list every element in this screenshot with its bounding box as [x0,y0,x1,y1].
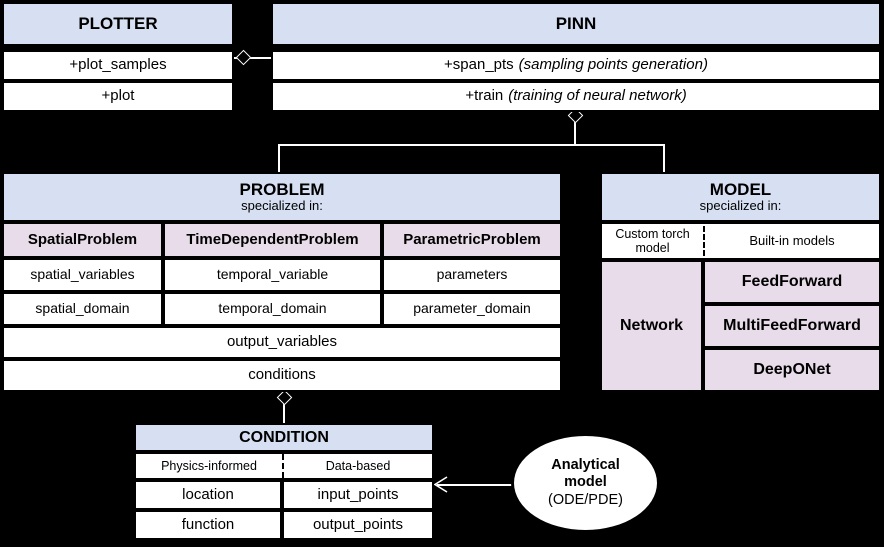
condition-title: CONDITION [134,423,434,452]
problem-attr-conditions[interactable]: conditions [2,359,562,392]
model-entry-multifeedforward[interactable]: MultiFeedForward [703,304,881,348]
plotter-method-1[interactable]: +plot [2,81,234,112]
condition-attr-input-points-label: input_points [317,485,399,503]
model-class-box[interactable]: MODEL specialized in: Custom torch model… [600,172,881,392]
problem-attr-parameters[interactable]: parameters [382,258,562,292]
plotter-method-1-label: +plot [101,87,135,105]
problem-subtitle-label: specialized in: [241,198,323,214]
pinn-method-0-name: +span_pts [444,56,514,74]
connector-branch-to-model [663,144,665,174]
connector-condition-problem [283,394,285,424]
condition-attr-function-label: function [181,515,235,533]
problem-attr-conditions-label: conditions [248,366,316,384]
model-category-divider [703,226,705,256]
connector-pinn-stem [574,112,576,145]
condition-attr-location[interactable]: location [134,480,282,510]
condition-attr-function[interactable]: function [134,510,282,540]
problem-attr-spatial-variables-label: spatial_variables [30,266,135,283]
problem-subclass-parametric-label: ParametricProblem [403,230,541,248]
condition-category-row [134,452,434,480]
model-entry-network[interactable]: Network [600,260,703,392]
pinn-title-label: PINN [555,14,597,34]
connector-plotter-pinn [234,57,272,59]
problem-attr-temporal-variable[interactable]: temporal_variable [163,258,382,292]
model-title: MODEL specialized in: [600,172,881,222]
analytical-model-line2: model [564,474,607,491]
aggregation-diamond-condition [276,389,293,406]
problem-title-label: PROBLEM [239,180,325,200]
pinn-method-1-name: +train [465,87,504,105]
model-subtitle-label: specialized in: [699,198,782,214]
condition-attr-output-points[interactable]: output_points [282,510,434,540]
connector-branch-bar [278,144,664,146]
model-category-row [600,222,881,260]
pinn-method-1[interactable]: +train (training of neural network) [271,81,881,112]
model-entry-deeponet[interactable]: DeepONet [703,348,881,392]
model-entry-deeponet-label: DeepONet [753,361,831,379]
model-entry-network-label: Network [619,317,684,335]
plotter-class-box[interactable]: PLOTTER +plot_samples +plot [2,2,234,112]
plotter-method-0[interactable]: +plot_samples [2,50,234,81]
condition-category-data-based-label: Data-based [325,459,391,473]
model-entry-feedforward-label: FeedForward [741,273,843,291]
connector-analytical-condition [437,484,517,486]
model-category-custom-torch: Custom torch model [602,224,703,258]
arrowhead-icon [433,476,448,493]
condition-category-physics-informed-label: Physics-informed [161,459,257,473]
condition-category-physics-informed: Physics-informed [136,454,282,478]
model-category-builtin-label: Built-in models [749,232,835,248]
problem-attr-parameters-label: parameters [436,266,508,283]
analytical-model-line1: Analytical [551,457,620,474]
problem-attr-spatial-domain[interactable]: spatial_domain [2,292,163,326]
pinn-class-box[interactable]: PINN +span_pts (sampling points generati… [271,2,881,112]
problem-subclass-parametric[interactable]: ParametricProblem [382,222,562,258]
pinn-method-0-note: (sampling points generation) [518,56,708,74]
aggregation-diamond-plotter [235,49,252,66]
model-category-custom-torch-label: Custom torch model [615,227,690,255]
problem-subclass-spatial-label: SpatialProblem [27,230,138,248]
problem-attr-spatial-domain-label: spatial_domain [35,300,130,317]
condition-title-label: CONDITION [239,428,329,446]
problem-attr-parameter-domain-label: parameter_domain [413,300,531,317]
plotter-title: PLOTTER [2,2,234,46]
connector-branch-to-problem [278,144,280,174]
condition-category-data-based: Data-based [284,454,432,478]
model-category-builtin: Built-in models [705,224,879,258]
problem-attr-output-variables[interactable]: output_variables [2,326,562,359]
condition-category-divider [282,454,284,478]
model-title-label: MODEL [709,180,772,200]
problem-subclass-timedependent-label: TimeDependentProblem [186,230,359,248]
pinn-method-0[interactable]: +span_pts (sampling points generation) [271,50,881,81]
condition-attr-location-label: location [182,485,234,503]
problem-title: PROBLEM specialized in: [2,172,562,222]
problem-attr-temporal-domain-label: temporal_domain [218,300,327,317]
plotter-title-label: PLOTTER [78,14,158,34]
problem-subclass-spatial[interactable]: SpatialProblem [2,222,163,258]
problem-class-box[interactable]: PROBLEM specialized in: SpatialProblem T… [2,172,562,392]
pinn-method-1-note: (training of neural network) [508,87,687,105]
problem-attr-spatial-variables[interactable]: spatial_variables [2,258,163,292]
pinn-title: PINN [271,2,881,46]
condition-attr-input-points[interactable]: input_points [282,480,434,510]
problem-attr-temporal-variable-label: temporal_variable [216,266,329,283]
condition-attr-output-points-label: output_points [312,515,404,533]
analytical-model-ellipse[interactable]: Analytical model (ODE/PDE) [511,433,660,533]
problem-attr-output-variables-label: output_variables [226,333,338,351]
analytical-model-line3: (ODE/PDE) [548,491,623,508]
model-entry-multifeedforward-label: MultiFeedForward [723,317,861,335]
model-entry-feedforward[interactable]: FeedForward [703,260,881,304]
condition-class-box[interactable]: CONDITION Physics-informed Data-based lo… [134,423,434,541]
problem-attr-parameter-domain[interactable]: parameter_domain [382,292,562,326]
problem-attr-temporal-domain[interactable]: temporal_domain [163,292,382,326]
problem-subclass-timedependent[interactable]: TimeDependentProblem [163,222,382,258]
plotter-method-0-label: +plot_samples [69,56,167,74]
